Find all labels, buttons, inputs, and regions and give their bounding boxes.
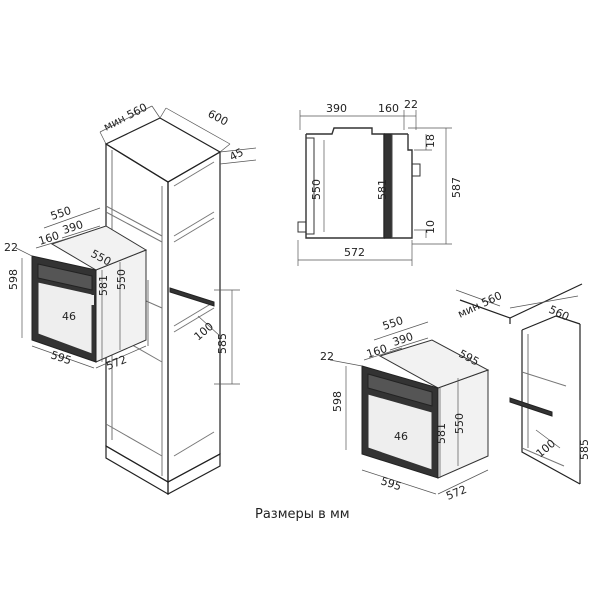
sv-390-label: 390 [326, 102, 347, 115]
tall-vent-label: 100 [192, 320, 216, 343]
ol-550c-label: 550 [115, 269, 128, 290]
or-550c-label: 550 [453, 413, 466, 434]
sv-18-label: 18 [424, 134, 437, 148]
or-46-label: 46 [394, 430, 408, 443]
ol-160-label: 160 [37, 229, 61, 248]
sv-550-label: 550 [310, 179, 323, 200]
undercounter-cabinet [459, 283, 583, 485]
vent-slot [169, 287, 215, 307]
undercounter-vent-slot [509, 397, 553, 417]
oven-right [361, 339, 490, 479]
tall-cabinet-top [104, 117, 222, 183]
ol-390-label: 390 [61, 218, 85, 237]
or-572-label: 572 [444, 483, 468, 503]
tall-depth-label: 600 [206, 107, 231, 128]
ol-550-label: 550 [49, 204, 73, 223]
oven-left [31, 225, 148, 363]
uc-vent-label: 100 [534, 437, 558, 460]
uc-depth-label: 560 [547, 303, 572, 324]
oven-left-window [37, 281, 93, 355]
dimensions-caption: Размеры в мм [255, 507, 350, 522]
or-598-label: 598 [331, 391, 344, 412]
or-550-label: 550 [381, 314, 405, 333]
sv-10-label: 10 [424, 220, 437, 234]
ol-22-label: 22 [4, 241, 18, 254]
oven-right-window [367, 393, 433, 471]
ol-598-label: 598 [7, 269, 20, 290]
tall-min-width-label: мин 560 [101, 101, 149, 134]
tall-top-offset-label: 45 [227, 146, 245, 164]
or-160-label: 160 [365, 342, 389, 361]
tall-niche-height-label: 585 [216, 333, 229, 354]
or-390-label: 390 [391, 330, 415, 349]
sv-572-label: 572 [344, 246, 365, 259]
sv-22-label: 22 [404, 98, 418, 111]
side-view-dimensions: 390 160 22 550 581 587 18 10 572 [297, 98, 463, 266]
tall-cabinet [104, 117, 222, 496]
or-581-label: 581 [435, 423, 448, 444]
uc-niche-height-label: 585 [578, 439, 591, 460]
side-view [297, 127, 421, 239]
ol-46-label: 46 [62, 310, 76, 323]
ol-581-label: 581 [97, 275, 110, 296]
or-22-label: 22 [320, 350, 334, 363]
sv-581-label: 581 [376, 179, 389, 200]
sv-587-label: 587 [450, 177, 463, 198]
ol-595-label: 595 [49, 348, 73, 367]
or-595-label: 595 [379, 474, 403, 493]
sv-160-label: 160 [378, 102, 399, 115]
